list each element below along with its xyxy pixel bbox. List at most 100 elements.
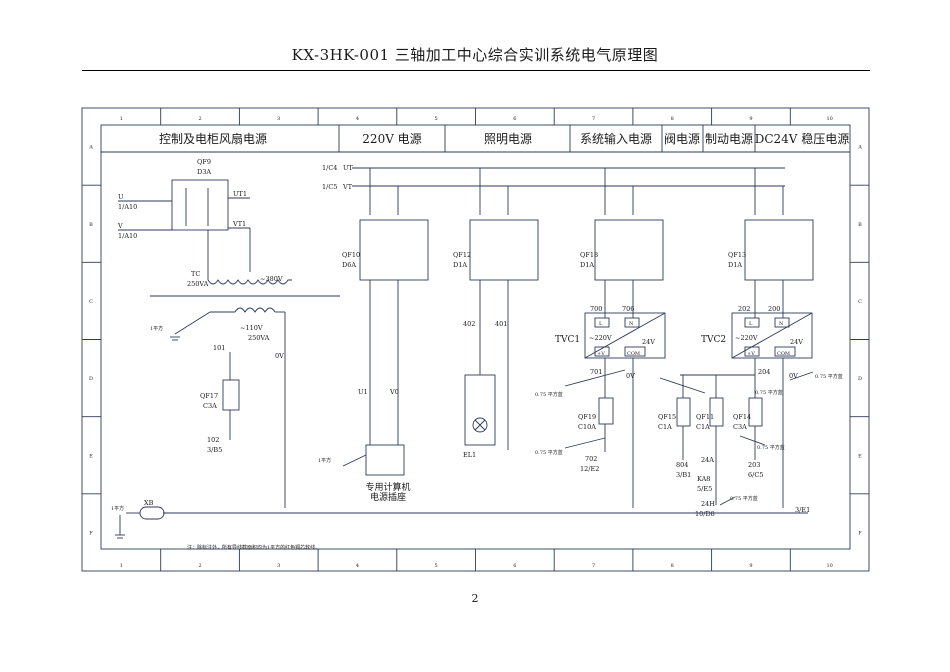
tvc2-term-com: COM (777, 351, 790, 357)
tvc2-term-n: N (779, 321, 784, 327)
frame-col-label: 3 (277, 563, 280, 569)
tvc1-power-supply (584, 312, 666, 359)
document-title: KX-3HK-001 三轴加工中心综合实训系统电气原理图 (291, 46, 659, 64)
qf19-rating: C10A (578, 423, 596, 431)
qf9-breaker (171, 179, 229, 231)
section-fan-power: 控制及电柜风扇电源 (159, 131, 267, 146)
wire-075-b: 0.75 平方蓝 (535, 449, 563, 456)
wire-075-f: 0.75 平方蓝 (730, 495, 758, 502)
ka8-label: KA8 (697, 475, 710, 483)
tvc1-ac-in: ~220V (589, 334, 612, 342)
frame-col-label: 9 (749, 563, 752, 569)
tvc2-ac-in: ~220V (735, 334, 758, 342)
tvc2-term-l: L (749, 321, 753, 327)
qf17-breaker (222, 379, 240, 411)
frame-row-label: F (858, 530, 862, 536)
wire-706: 706 (622, 305, 634, 313)
tvc2-term-pos: +V (747, 351, 755, 357)
wire-702: 702 (585, 455, 597, 463)
wire-804-ref: 3/B1 (676, 471, 691, 479)
tvc2-power-supply (731, 312, 813, 359)
wire-0v-tvc2: 0V (789, 372, 798, 380)
frame-row-label: B (89, 222, 93, 228)
frame-row-label: E (89, 453, 93, 459)
frame-row-label: A (857, 145, 862, 151)
socket-line1: 专用计算机 (365, 481, 410, 493)
fan-supply: U 1/A10 V 1/A10 QF9 D3A UT1 VT1 (117, 158, 251, 272)
bus-v-ref: 1/C5 (322, 183, 337, 191)
tc-label: TC (191, 270, 200, 278)
wire-204: 204 (758, 368, 770, 376)
qf12-label: QF12 (453, 251, 471, 259)
supply-buses: 1/C4 UT 1/C5 VT (322, 164, 785, 191)
section-system-input: 系统输入电源 (580, 131, 652, 146)
branch-system-input: QF18 D1A 700 706 L N TVC1 ~220V 24V +V C… (535, 168, 666, 508)
supply-v-ref: 1/A10 (118, 232, 137, 240)
wire-24h: 24H (701, 500, 715, 508)
qf15-label: QF15 (658, 413, 676, 421)
wire-701: 701 (590, 368, 602, 376)
document-note: 注：除标注外，所有导线截面积均为1平方的红色铜芯软线。 (187, 544, 320, 551)
qf12-rating: D1A (453, 261, 467, 269)
supply-u-ref: 1/A10 (118, 203, 137, 211)
wire-401: 401 (495, 320, 507, 328)
lamp-el1 (464, 374, 496, 446)
frame-col-label: 2 (198, 563, 201, 569)
ut1-label: UT1 (233, 190, 247, 198)
frame-col-label: 6 (513, 116, 516, 122)
frame-col-label: 7 (592, 563, 595, 569)
tvc2-label: TVC2 (701, 335, 726, 345)
qf19-label: QF19 (578, 413, 596, 421)
wire-200: 200 (768, 305, 780, 313)
vt1-label: VT1 (232, 220, 246, 228)
frame-row-label: E (858, 453, 862, 459)
qf11-breaker (709, 397, 724, 427)
frame-row-label: D (858, 376, 862, 382)
wire-24a: 24A (701, 456, 714, 464)
branch-dc24v: QF13 D1A 202 200 L N TVC2 ~220V 24V +V C… (658, 168, 843, 518)
frame-col-label: 7 (592, 116, 595, 122)
supply-v-label: V (117, 222, 123, 230)
wire-v0: V0 (389, 388, 399, 396)
frame-col-label: 4 (356, 563, 359, 569)
bus-v-label: VT (342, 183, 353, 191)
section-220v: 220V 电源 (362, 132, 421, 146)
frame-col-label: 1 (120, 563, 123, 569)
section-dc24v: DC24V 稳压电源 (755, 131, 850, 146)
qf10-breaker (359, 219, 429, 281)
tvc1-term-l: L (599, 321, 603, 327)
qf19-breaker (598, 397, 614, 425)
frame-row-label: A (88, 145, 93, 151)
socket-line2: 电源插座 (370, 491, 406, 503)
frame-col-label: 2 (198, 116, 201, 122)
wire-101: 101 (213, 344, 225, 352)
qf18-rating: D1A (580, 261, 594, 269)
wire-075-d: 0.75 平方蓝 (755, 389, 783, 396)
page-number: 2 (471, 592, 479, 605)
wire-075-e: 0.75 平方蓝 (757, 444, 785, 451)
qf9-label: QF9 (197, 158, 211, 166)
qf11-rating: C1A (696, 423, 710, 431)
tvc1-term-n: N (629, 321, 634, 327)
wire-402: 402 (463, 320, 475, 328)
tvc1-term-pos: +V (597, 351, 605, 357)
section-brake: 制动电源 (705, 132, 753, 146)
wire-24h-ref: 10/D8 (695, 510, 715, 518)
xb-connector (139, 506, 165, 520)
el1-label: EL1 (463, 451, 476, 459)
section-header: 控制及电柜风扇电源 220V 电源 照明电源 系统输入电源 阀电源 制动电源 D… (101, 125, 850, 153)
wire-203: 203 (748, 461, 760, 469)
qf11-label: QF11 (696, 413, 714, 421)
title-underline (82, 70, 870, 71)
bus-u-label: UT (343, 164, 353, 172)
qf14-breaker (748, 397, 763, 427)
qf10-rating: D6A (342, 261, 356, 269)
frame-row-label: F (89, 530, 93, 536)
qf15-rating: C1A (658, 423, 672, 431)
qf10-label: QF10 (342, 251, 360, 259)
section-valve: 阀电源 (664, 132, 700, 146)
qf17-rating: C3A (203, 402, 217, 410)
frame-col-label: 5 (435, 563, 438, 569)
